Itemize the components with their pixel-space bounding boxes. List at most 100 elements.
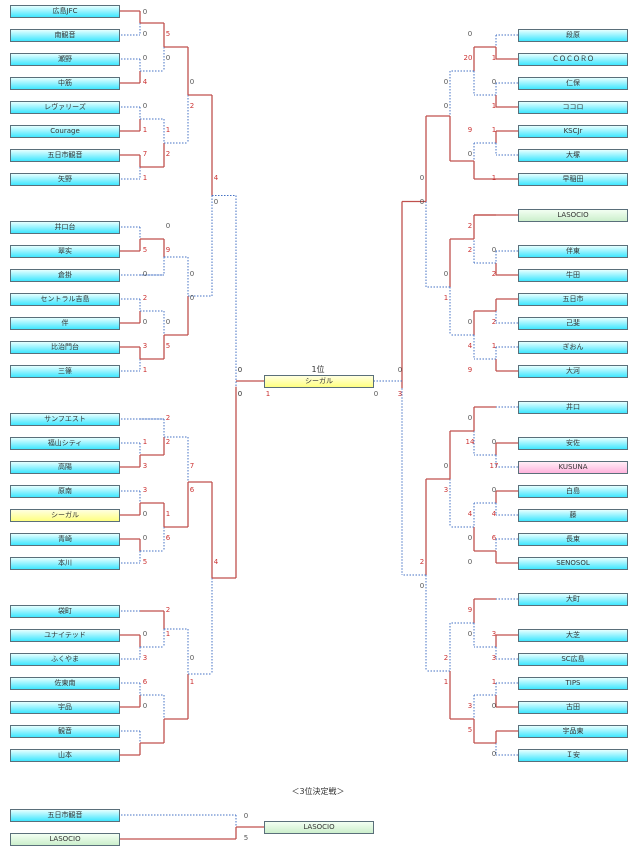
score-label: 0 [142,54,148,62]
score-label: 0 [142,510,148,518]
team-box[interactable]: 井口 [518,401,628,414]
score-label: 0 [165,222,171,230]
team-box[interactable]: 高陽 [10,461,120,474]
team-box[interactable]: 早稲田 [518,173,628,186]
score-label: 3 [467,702,473,710]
team-box[interactable]: KSCJr [518,125,628,138]
team-box[interactable]: 広島JFC [10,5,120,18]
team-box[interactable]: レヴァリーズ [10,101,120,114]
score-label: 4 [491,510,497,518]
team-box-third[interactable]: LASOCIO [518,209,628,222]
team-box[interactable]: 瀬野 [10,53,120,66]
team-box[interactable]: ＣＯＣＯＲＯ [518,53,628,66]
team-box[interactable]: ココロ [518,101,628,114]
team-box[interactable]: 翠实 [10,245,120,258]
score-label: 0 [142,270,148,278]
score-label: 0 [467,318,473,326]
score-label: 0 [142,8,148,16]
team-box[interactable]: サンフエスト [10,413,120,426]
third-place-title: ＜3位決定戦＞ [291,787,345,796]
team-box[interactable]: 本川 [10,557,120,570]
team-box[interactable]: 宇品東 [518,725,628,738]
team-box-highlight[interactable]: KUSUNA [518,461,628,474]
team-box[interactable]: TIPS [518,677,628,690]
team-box[interactable]: 大芝 [518,629,628,642]
third-place-team[interactable]: 五日市観音 [10,809,120,822]
score-label: 0 [467,414,473,422]
team-box[interactable]: 宇品 [10,701,120,714]
team-box[interactable]: 伴東 [518,245,628,258]
score-label: 5 [165,30,171,38]
team-box[interactable]: 長束 [518,533,628,546]
team-box[interactable]: 古田 [518,701,628,714]
team-box[interactable]: 大塚 [518,149,628,162]
score-label: 3 [142,654,148,662]
team-box[interactable]: SC広島 [518,653,628,666]
score-label: 0 [237,390,243,398]
team-box[interactable]: ユナイテッド [10,629,120,642]
score-label: 1 [142,126,148,134]
team-box[interactable]: 袋町 [10,605,120,618]
score-label: 1 [491,54,497,62]
team-box[interactable]: 井口台 [10,221,120,234]
team-box[interactable]: 安佐 [518,437,628,450]
score-label: 0 [443,462,449,470]
team-box[interactable]: 福山シティ [10,437,120,450]
score-label: 0 [142,30,148,38]
team-box[interactable]: 青崎 [10,533,120,546]
score-label: 1 [491,126,497,134]
team-box[interactable]: セントラル吉島 [10,293,120,306]
score-label: 2 [165,438,171,446]
team-box[interactable]: 五日市観音 [10,149,120,162]
third-place-winner-box[interactable]: LASOCIO [264,821,374,834]
team-box[interactable]: 比治門台 [10,341,120,354]
team-box[interactable]: 三篠 [10,365,120,378]
team-box[interactable]: 藤 [518,509,628,522]
score-label: 0 [467,630,473,638]
third-place-team[interactable]: LASOCIO [10,833,120,846]
score-label: 1 [443,678,449,686]
score-label: 2 [165,606,171,614]
score-label: 1 [165,510,171,518]
team-box[interactable]: 中筋 [10,77,120,90]
team-box[interactable]: 山本 [10,749,120,762]
score-label: 0 [189,270,195,278]
final-winner-box[interactable]: シーガル [264,375,374,388]
team-box[interactable]: 己斐 [518,317,628,330]
score-label: 5 [165,342,171,350]
team-box[interactable]: 矢野 [10,173,120,186]
team-box[interactable]: 白島 [518,485,628,498]
team-box[interactable]: 段原 [518,29,628,42]
team-box[interactable]: Ｉ安 [518,749,628,762]
team-box[interactable]: 原南 [10,485,120,498]
team-box[interactable]: 伴 [10,317,120,330]
score-label: 1 [491,174,497,182]
score-label: 6 [142,678,148,686]
score-label: 3 [142,486,148,494]
team-box[interactable]: 南観音 [10,29,120,42]
score-label: 1 [165,630,171,638]
team-box[interactable]: 大町 [518,593,628,606]
team-box[interactable]: 五日市 [518,293,628,306]
team-box[interactable]: 倉掛 [10,269,120,282]
score-label: 5 [467,726,473,734]
team-box[interactable]: ふくやま [10,653,120,666]
team-box[interactable]: 大河 [518,365,628,378]
team-box[interactable]: 仁保 [518,77,628,90]
score-label: 2 [467,222,473,230]
score-label: 1 [491,102,497,110]
team-box[interactable]: ぎおん [518,341,628,354]
score-label: 0 [419,582,425,590]
score-label: 1 [491,678,497,686]
score-label: 5 [142,558,148,566]
score-label: 0 [491,246,497,254]
team-box[interactable]: 観音 [10,725,120,738]
team-box[interactable]: 佐東南 [10,677,120,690]
team-box[interactable]: Courage [10,125,120,138]
team-box[interactable]: SENOSOL [518,557,628,570]
team-box[interactable]: 牛田 [518,269,628,282]
team-box-champion[interactable]: シーガル [10,509,120,522]
score-label: 6 [189,486,195,494]
